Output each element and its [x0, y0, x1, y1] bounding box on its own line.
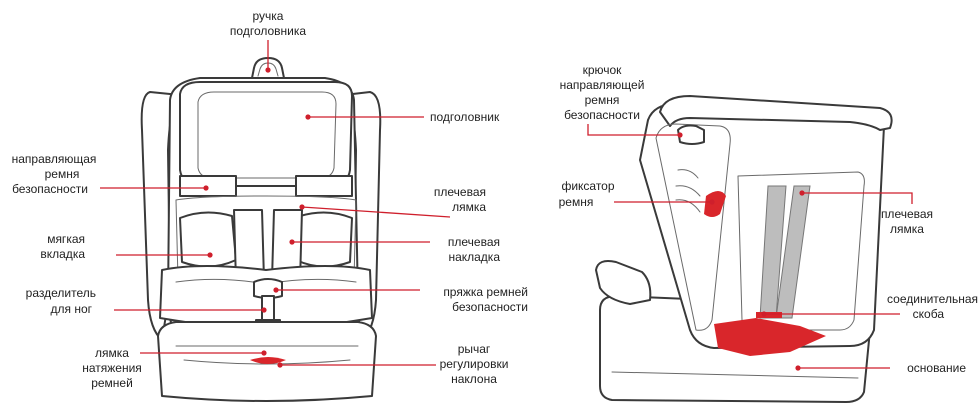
label-recline-lever-line1: рычаг	[458, 342, 491, 356]
label-shoulder-strap-line2: лямка	[452, 200, 486, 214]
side-seat-illustration	[596, 96, 892, 402]
label-belt-guide-line3: безопасности	[12, 182, 88, 196]
marker-shoulder-pad	[289, 239, 294, 244]
label-recline-lever-line3: наклона	[451, 372, 497, 386]
marker-connector	[761, 311, 766, 316]
label-base-line1: основание	[907, 361, 966, 375]
marker-handle	[265, 67, 270, 72]
label-crotch-divider-line1: разделитель	[26, 286, 96, 300]
label-connector-line2: скоба	[913, 307, 945, 321]
label-handle-line1: ручка	[253, 9, 284, 23]
label-crotch-divider-line2: для ног	[50, 302, 92, 316]
marker-buckle	[273, 287, 278, 292]
marker-guide-hook	[677, 132, 682, 137]
label-recline-lever-line2: регулировки	[440, 357, 509, 371]
marker-belt-lock	[709, 199, 714, 204]
marker-soft-insert	[207, 252, 212, 257]
marker-headrest	[305, 114, 310, 119]
label-tension-strap-line1: лямка	[95, 346, 129, 360]
front-seat-illustration	[142, 58, 381, 401]
marker-crotch-divider	[261, 307, 266, 312]
marker-base	[795, 365, 800, 370]
label-guide-hook-line3: ремня	[585, 93, 620, 107]
marker-shoulder-strap	[299, 204, 304, 209]
label-belt-lock-line1: фиксатор	[561, 179, 614, 193]
marker-tension-strap	[261, 350, 266, 355]
label-tension-strap-line2: натяжения	[82, 361, 142, 375]
label-handle: ручка подголовника	[230, 9, 306, 73]
label-belt-lock-line2: ремня	[559, 195, 594, 209]
label-side-shoulder-strap-line2: лямка	[890, 222, 924, 236]
marker-side-shoulder-strap	[799, 190, 804, 195]
label-headrest-line1: подголовник	[430, 110, 500, 124]
label-connector-line1: соединительная	[887, 292, 978, 306]
marker-belt-guide	[203, 185, 208, 190]
label-shoulder-pad-line1: плечевая	[448, 235, 500, 249]
label-shoulder-strap-line1: плечевая	[434, 185, 486, 199]
label-guide-hook-line4: безопасности	[564, 108, 640, 122]
label-buckle-line2: безопасности	[452, 300, 528, 314]
label-side-shoulder-strap-line1: плечевая	[881, 207, 933, 221]
label-guide-hook-line2: направляющей	[560, 78, 645, 92]
label-belt-guide-line1: направляющая	[12, 152, 97, 166]
label-soft-insert-line1: мягкая	[47, 232, 85, 246]
marker-recline-lever	[277, 362, 282, 367]
label-guide-hook-line1: крючок	[583, 63, 623, 77]
label-handle-line2: подголовника	[230, 24, 306, 38]
label-tension-strap-line3: ремней	[91, 376, 133, 390]
label-soft-insert-line2: вкладка	[40, 247, 85, 261]
label-shoulder-pad-line2: накладка	[448, 250, 500, 264]
label-belt-guide-line2: ремня	[45, 167, 80, 181]
label-buckle-line1: пряжка ремней	[443, 285, 528, 299]
